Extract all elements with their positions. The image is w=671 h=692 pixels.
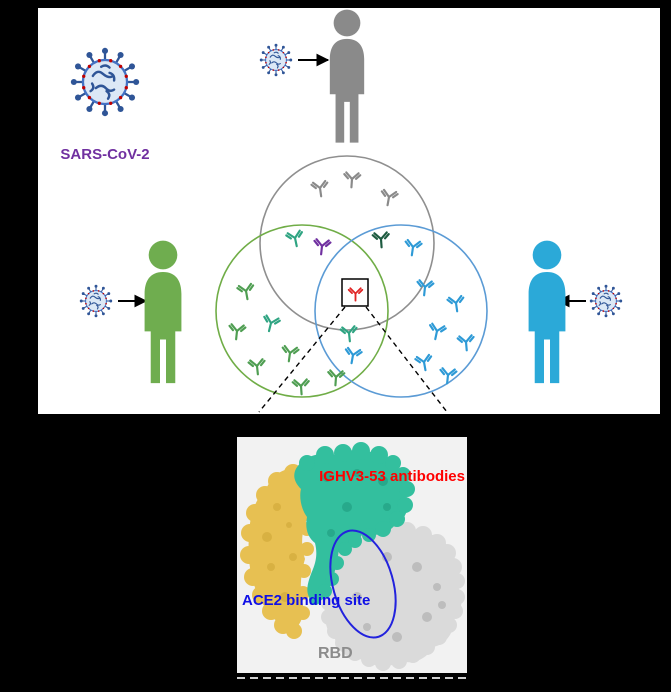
ighv3-53-label: IGHV3-53 antibodies bbox=[319, 468, 465, 485]
antibody-icon bbox=[342, 169, 362, 189]
antibody-icon bbox=[446, 293, 467, 314]
antibody-icon bbox=[371, 229, 391, 249]
antibody-light-chain-teal bbox=[294, 442, 415, 605]
antibody-heavy-chain-gold bbox=[240, 464, 318, 639]
virus-icon-left bbox=[79, 284, 113, 318]
antibody-icon bbox=[260, 313, 282, 335]
antibody-icon bbox=[227, 321, 247, 342]
virus-icon-right bbox=[589, 284, 623, 318]
antibody-icon bbox=[235, 281, 257, 302]
antibody-icon bbox=[284, 228, 306, 249]
person-icon-gray bbox=[329, 9, 365, 143]
person-icon-green bbox=[144, 240, 182, 384]
antibody-icon bbox=[339, 323, 359, 344]
ace2-binding-site-ellipse bbox=[329, 529, 397, 639]
protein-structure-image bbox=[240, 442, 465, 671]
antibody-icon bbox=[413, 352, 435, 373]
antibody-icon bbox=[312, 236, 332, 257]
ace2-binding-site-label: ACE2 binding site bbox=[242, 592, 371, 609]
antibody-icon bbox=[279, 343, 300, 364]
person-icon-blue bbox=[528, 240, 566, 384]
antibody-icon bbox=[291, 376, 311, 396]
virus-icon-top bbox=[259, 43, 293, 77]
rbd-label: RBD bbox=[318, 645, 353, 662]
antibody-icon bbox=[456, 332, 476, 353]
antibody-icon bbox=[326, 367, 346, 387]
highlighted-antibody-icon bbox=[347, 285, 364, 302]
antibody-icon bbox=[402, 237, 423, 258]
sars-cov-2-label: SARS-CoV-2 bbox=[60, 146, 150, 163]
antibody-icon bbox=[438, 365, 458, 386]
sars-cov-2-virus-icon bbox=[69, 46, 141, 118]
antibody-icon bbox=[342, 345, 364, 366]
antibody-icon bbox=[426, 321, 448, 342]
antibody-icon bbox=[310, 178, 331, 199]
antibody-icon bbox=[415, 277, 435, 298]
antibody-icon bbox=[378, 187, 400, 208]
antibody-icon bbox=[247, 356, 267, 377]
